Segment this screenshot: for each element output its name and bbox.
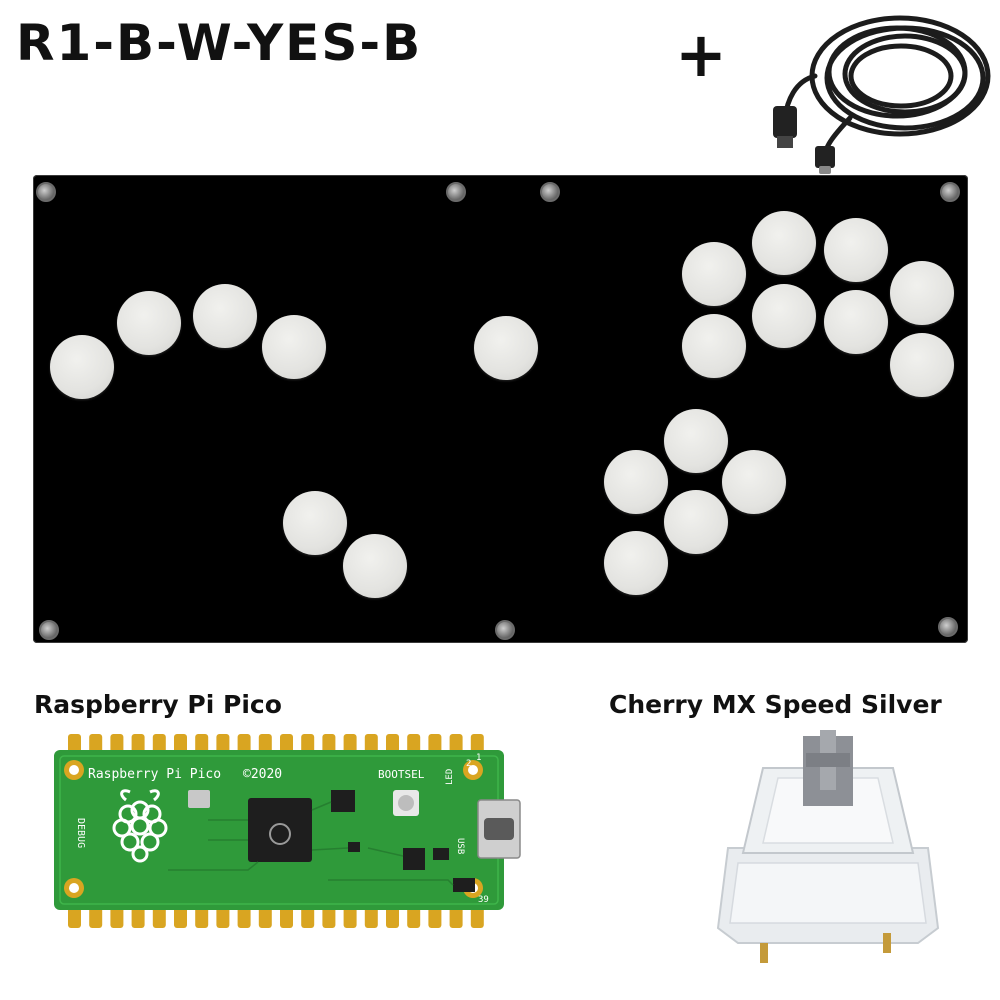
raspberry-pi-logo-icon	[112, 789, 168, 863]
screw-icon	[446, 182, 466, 202]
pico-silk-led: LED	[445, 769, 455, 785]
arcade-button[interactable]	[117, 291, 181, 355]
pico-silk-year: ©2020	[243, 767, 282, 782]
screw-icon	[495, 620, 515, 640]
arcade-button[interactable]	[722, 450, 786, 514]
screw-icon	[39, 620, 59, 640]
arcade-button[interactable]	[50, 335, 114, 399]
arcade-button[interactable]	[193, 284, 257, 348]
cherry-mx-switch	[716, 730, 940, 963]
screw-icon	[940, 182, 960, 202]
arcade-button[interactable]	[824, 290, 888, 354]
product-title: R1-B-W-YES-B	[16, 14, 423, 72]
screw-icon	[36, 182, 56, 202]
pico-silk-usb: USB	[455, 838, 465, 854]
arcade-button[interactable]	[343, 534, 407, 598]
pico-silk-bootsel: BOOTSEL	[378, 768, 425, 781]
arcade-button[interactable]	[664, 490, 728, 554]
arcade-button[interactable]	[682, 242, 746, 306]
screw-icon	[540, 182, 560, 202]
raspberry-pi-pico-board: Raspberry Pi Pico ©2020 BOOTSEL LED USB …	[54, 734, 521, 928]
plus-sign: +	[675, 18, 727, 91]
pico-silk-debug: DEBUG	[75, 818, 86, 848]
button-board	[33, 175, 968, 643]
arcade-button[interactable]	[604, 531, 668, 595]
pico-silk-name: Raspberry Pi Pico	[88, 767, 221, 782]
pico-label: Raspberry Pi Pico	[34, 690, 282, 719]
arcade-button[interactable]	[752, 284, 816, 348]
arcade-button[interactable]	[474, 316, 538, 380]
arcade-button[interactable]	[682, 314, 746, 378]
arcade-button[interactable]	[664, 409, 728, 473]
arcade-button[interactable]	[890, 333, 954, 397]
arcade-button[interactable]	[604, 450, 668, 514]
pico-silk-pin2: 2	[466, 759, 471, 769]
usb-c-cable-icon	[773, 15, 991, 174]
switch-label: Cherry MX Speed Silver	[609, 690, 942, 719]
arcade-button[interactable]	[283, 491, 347, 555]
pico-silk-pin39: 39	[478, 895, 489, 905]
arcade-button[interactable]	[890, 261, 954, 325]
arcade-button[interactable]	[262, 315, 326, 379]
screw-icon	[938, 617, 958, 637]
arcade-button[interactable]	[752, 211, 816, 275]
arcade-button[interactable]	[824, 218, 888, 282]
pico-silk-pin1: 1	[476, 753, 481, 763]
